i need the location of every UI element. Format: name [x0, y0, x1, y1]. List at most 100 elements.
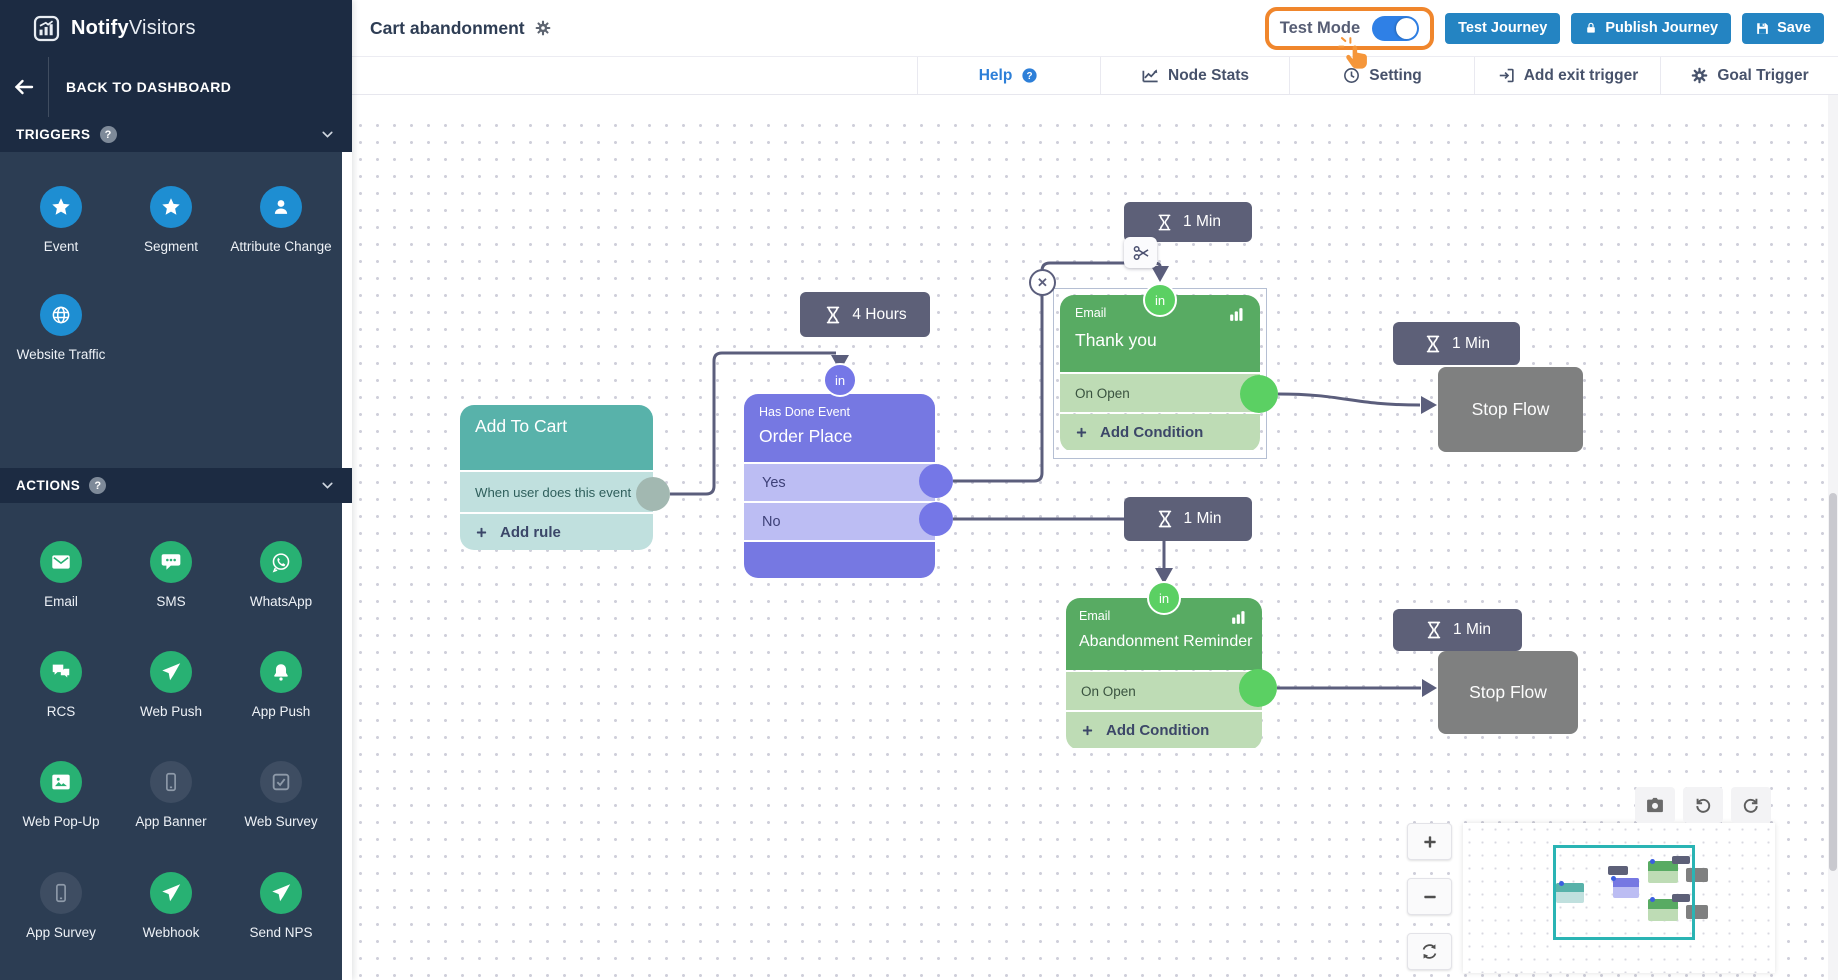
output-port-email2[interactable]	[1239, 669, 1277, 707]
section-header-actions[interactable]: ACTIONS?	[0, 468, 352, 503]
section-header-triggers[interactable]: TRIGGERS?	[0, 117, 352, 152]
email-node-abandonment-reminder[interactable]: Email Abandonment Reminder On Open Add C…	[1066, 598, 1262, 750]
vertical-scrollbar[interactable]	[1828, 95, 1838, 980]
remove-connection-icon[interactable]: ✕	[1029, 269, 1056, 296]
condition-yes-row[interactable]: Yes	[744, 464, 935, 501]
test-mode-toggle[interactable]	[1372, 15, 1420, 41]
on-open-row[interactable]: On Open	[1066, 672, 1262, 710]
trigger-node-add-to-cart[interactable]: Add To Cart When user does this event Ad…	[460, 405, 653, 550]
sidebar-item-label: SMS	[156, 594, 186, 609]
sidebar-item-send-nps[interactable]: Send NPS	[226, 871, 336, 942]
sidebar-item-web-survey[interactable]: Web Survey	[226, 761, 336, 831]
minimap-node	[1672, 894, 1690, 902]
delay-badge-4-hours[interactable]: 4 Hours	[800, 292, 930, 337]
scissors-cut-icon[interactable]	[1124, 237, 1157, 268]
delay-badge-1-min-right-top[interactable]: 1 Min	[1393, 322, 1520, 365]
add-rule-row[interactable]: Add rule	[460, 514, 653, 550]
trigger-rule-row[interactable]: When user does this event	[460, 472, 653, 512]
add-condition-row[interactable]: Add Condition	[1060, 414, 1260, 450]
snapshot-button[interactable]	[1635, 787, 1675, 823]
input-port-email2[interactable]: in	[1147, 581, 1181, 615]
minimap-node	[1613, 878, 1639, 898]
email-title: Thank you	[1075, 330, 1157, 350]
condition-no-row[interactable]: No	[744, 503, 935, 540]
toolbar-item-label: Node Stats	[1168, 66, 1249, 84]
back-to-dashboard-label: BACK TO DASHBOARD	[66, 79, 232, 95]
stats-bars-icon[interactable]	[1230, 609, 1247, 626]
toolbar-item-setting[interactable]: Setting	[1289, 57, 1474, 94]
toolbar-item-label: Help	[978, 66, 1013, 84]
publish-journey-button[interactable]: Publish Journey	[1571, 12, 1732, 44]
in-label: in	[1158, 590, 1170, 606]
sidebar-item-attribute-change[interactable]: Attribute Change	[226, 186, 336, 256]
sidebar-item-sms[interactable]: SMS	[116, 541, 226, 611]
minimap[interactable]	[1463, 823, 1775, 973]
delay-badge-1-min-top[interactable]: 1 Min	[1124, 202, 1252, 242]
sidebar-item-web-pop-up[interactable]: Web Pop-Up	[6, 761, 116, 831]
test-journey-button[interactable]: Test Journey	[1445, 12, 1561, 44]
zoom-in-button[interactable]	[1407, 823, 1452, 860]
back-arrow-icon[interactable]	[0, 75, 48, 99]
sidebar-item-rcs[interactable]: RCS	[6, 651, 116, 721]
sidebar-item-segment[interactable]: Segment	[116, 186, 226, 256]
minimap-port-dot	[1650, 897, 1655, 902]
phone-icon	[150, 761, 192, 804]
back-to-dashboard[interactable]: BACK TO DASHBOARD	[0, 57, 352, 117]
hourglass-icon	[1155, 213, 1174, 232]
delay-badge-1-min-right-bottom[interactable]: 1 Min	[1393, 609, 1522, 651]
sidebar-item-event[interactable]: Event	[6, 186, 116, 256]
sidebar-item-website-traffic[interactable]: Website Traffic	[6, 294, 116, 364]
output-port-email1[interactable]	[1240, 375, 1278, 413]
add-condition-label: Add Condition	[1106, 721, 1210, 739]
scrollbar-thumb[interactable]	[1829, 493, 1837, 871]
delay-badge-1-min-middle[interactable]: 1 Min	[1124, 497, 1252, 541]
stats-bars-icon[interactable]	[1228, 306, 1245, 323]
email-node-thank-you[interactable]: Email Thank you On Open Add Condition	[1060, 295, 1260, 452]
sidebar-item-email[interactable]: Email	[6, 541, 116, 611]
image-icon	[40, 761, 82, 804]
sidebar-item-app-push[interactable]: App Push	[226, 651, 336, 721]
undo-button[interactable]	[1683, 787, 1723, 823]
camera-icon	[1645, 795, 1665, 815]
on-open-row[interactable]: On Open	[1060, 374, 1260, 412]
zoom-out-button[interactable]	[1407, 878, 1452, 915]
chart-line-icon	[1141, 66, 1160, 85]
stop-flow-node-bottom[interactable]: Stop Flow	[1438, 651, 1578, 734]
delay-label: 1 Min	[1453, 621, 1491, 638]
add-condition-label: Add Condition	[1100, 423, 1204, 441]
redo-button[interactable]	[1731, 787, 1771, 823]
stop-flow-node-top[interactable]: Stop Flow	[1438, 367, 1583, 452]
input-port-email1[interactable]: in	[1143, 283, 1177, 317]
toolbar-item-add-exit-trigger[interactable]: Add exit trigger	[1474, 57, 1660, 94]
delay-label: 4 Hours	[852, 305, 907, 323]
output-port-trigger[interactable]	[636, 477, 670, 511]
exit-icon	[1497, 66, 1516, 85]
sms-bubble-icon	[150, 541, 192, 583]
sidebar-item-whatsapp[interactable]: WhatsApp	[226, 541, 336, 611]
sidebar-item-webhook[interactable]: Webhook	[116, 871, 226, 942]
journey-settings-gear-icon[interactable]	[534, 19, 552, 37]
save-button[interactable]: Save	[1742, 12, 1824, 44]
toolbar-item-node-stats[interactable]: Node Stats	[1100, 57, 1289, 94]
condition-node-order-place[interactable]: Has Done Event Order Place Yes No	[744, 394, 935, 578]
input-port-condition[interactable]: in	[823, 363, 857, 397]
chevron-down-icon[interactable]	[319, 126, 336, 143]
test-mode-label: Test Mode	[1279, 18, 1361, 37]
sidebar-item-app-banner[interactable]: App Banner	[116, 761, 226, 831]
minimap-viewport[interactable]	[1553, 845, 1695, 940]
stop-flow-label: Stop Flow	[1469, 682, 1547, 702]
plus-icon	[1075, 426, 1088, 439]
toolbar-item-help[interactable]: Help?	[917, 57, 1100, 94]
output-port-no[interactable]	[919, 502, 953, 536]
toolbar-item-goal-trigger[interactable]: Goal Trigger	[1660, 57, 1838, 94]
floppy-save-icon	[1755, 21, 1770, 36]
check-square-icon	[260, 761, 302, 804]
plus-icon	[1081, 724, 1094, 737]
fit-view-button[interactable]	[1407, 933, 1452, 970]
sidebar-item-app-survey[interactable]: App Survey	[6, 871, 116, 942]
output-port-yes[interactable]	[919, 464, 953, 498]
sidebar-item-web-push[interactable]: Web Push	[116, 651, 226, 721]
sidebar-item-label: App Survey	[26, 924, 96, 940]
chevron-down-icon[interactable]	[319, 477, 336, 494]
add-condition-row[interactable]: Add Condition	[1066, 712, 1262, 748]
